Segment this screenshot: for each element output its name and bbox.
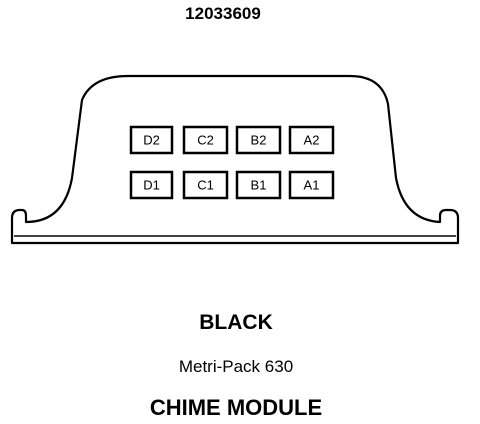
module-name-label: CHIME MODULE	[149, 395, 323, 420]
pin-cavity-c1: C1	[182, 170, 229, 200]
pin-label: D1	[143, 177, 160, 192]
pin-cavity-b2: B2	[235, 125, 282, 155]
connector-series-label: Metri-Pack 630	[178, 357, 294, 376]
pin-label: D2	[143, 132, 160, 147]
pin-cavity-c2: C2	[182, 125, 229, 155]
connector-shell	[10, 74, 460, 245]
pin-label: B2	[251, 132, 267, 147]
pin-label: C1	[197, 177, 214, 192]
pin-cavity-a1: A1	[288, 170, 335, 200]
pin-cavity-a2: A2	[288, 125, 335, 155]
pin-label: C2	[197, 132, 214, 147]
part-number: 12033609	[185, 4, 261, 23]
connector-diagram: D2 C2 B2 A2 D1 C1 B1 A1	[10, 74, 460, 245]
pin-cavity-d1: D1	[129, 170, 174, 200]
pin-label: A2	[304, 132, 320, 147]
pin-label: A1	[304, 177, 320, 192]
pin-label: B1	[251, 177, 267, 192]
pin-cavity-b1: B1	[235, 170, 282, 200]
pin-grid: D2 C2 B2 A2 D1 C1 B1 A1	[129, 125, 335, 200]
connector-color-label: BLACK	[199, 311, 273, 334]
pin-cavity-d2: D2	[129, 125, 174, 155]
